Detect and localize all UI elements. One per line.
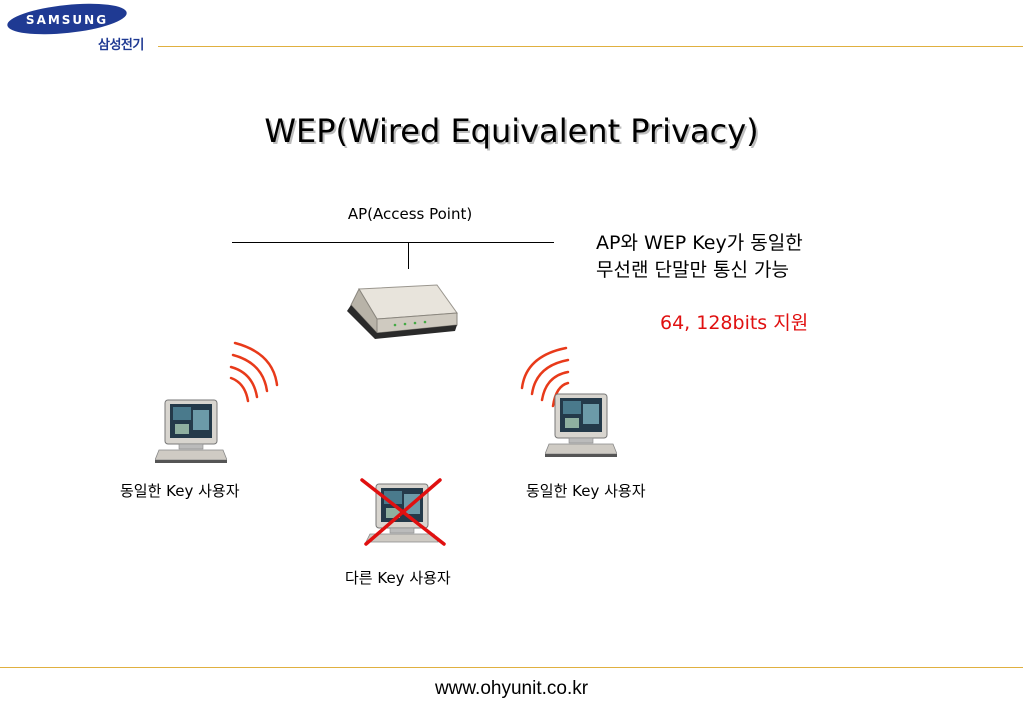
brand-korean: 삼성전기 bbox=[98, 38, 144, 53]
key-length-note: 64, 128bits 지원 bbox=[660, 312, 809, 334]
right-user-label: 동일한 Key 사용자 bbox=[526, 482, 646, 500]
access-point-icon bbox=[347, 284, 458, 339]
wep-description-line2: 무선랜 단말만 통신 가능 bbox=[596, 259, 789, 281]
computer-left-icon bbox=[155, 399, 227, 463]
footer-url: www.ohyunit.co.kr bbox=[434, 678, 589, 699]
network-wire bbox=[232, 242, 554, 243]
computer-bottom-icon bbox=[360, 478, 446, 546]
samsung-logo: SAMSUNG bbox=[7, 3, 127, 35]
left-user-label: 동일한 Key 사용자 bbox=[120, 482, 240, 500]
logo-text: SAMSUNG bbox=[26, 13, 108, 27]
ap-drop-line bbox=[408, 243, 409, 269]
bottom-user-label: 다른 Key 사용자 bbox=[345, 569, 451, 587]
ap-label: AP(Access Point) bbox=[347, 205, 473, 223]
signal-waves-left-icon bbox=[229, 341, 279, 403]
computer-right-icon bbox=[545, 393, 617, 457]
page-title: WEP(Wired Equivalent Privacy) bbox=[264, 112, 759, 150]
top-divider bbox=[158, 46, 1023, 47]
bottom-divider bbox=[0, 667, 1023, 668]
wep-description: AP와 WEP Key가 동일한 무선랜 단말만 통신 가능 bbox=[596, 230, 803, 284]
denied-cross-icon bbox=[360, 478, 446, 546]
wep-description-line1: AP와 WEP Key가 동일한 bbox=[596, 232, 803, 254]
signal-waves-right-icon bbox=[520, 346, 570, 408]
